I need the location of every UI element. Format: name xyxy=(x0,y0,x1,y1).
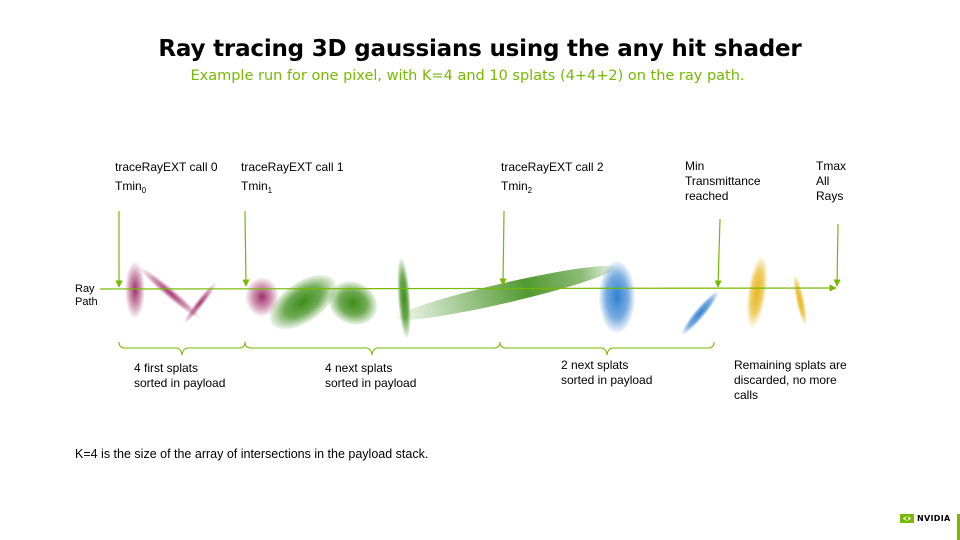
group-2-line-1: 4 next splats xyxy=(325,361,393,375)
tmax-label: Tmax All Rays xyxy=(816,159,846,204)
group-2-label: 4 next splats sorted in payload xyxy=(325,361,416,391)
splat-magenta-2 xyxy=(139,267,201,319)
splat-magenta-3 xyxy=(183,282,217,324)
group-braces xyxy=(118,341,715,356)
call-0-tmin-text: Tmin xyxy=(115,179,142,193)
min-transmittance-line-2: Transmittance xyxy=(685,174,761,188)
tmax-line-3: Rays xyxy=(816,189,844,203)
nvidia-logo-text: NVIDIA xyxy=(917,514,951,523)
group-4-label: Remaining splats are discarded, no more … xyxy=(734,358,847,403)
min-transmittance-line-3: reached xyxy=(685,189,729,203)
page-title: Ray tracing 3D gaussians using the any h… xyxy=(158,36,802,62)
tmax-line-2: All xyxy=(816,174,830,188)
call-2-title: traceRayEXT call 2 xyxy=(501,160,604,174)
ray-path-line-1: Ray xyxy=(75,283,95,295)
splats xyxy=(125,256,807,338)
splat-blue-1 xyxy=(599,261,635,333)
arrow-tmax xyxy=(833,223,841,287)
brace-group-2 xyxy=(244,341,501,356)
call-1-tmin: Tmin1 xyxy=(241,179,344,198)
tmax-line-1: Tmax xyxy=(816,159,846,173)
arrow-call-2 xyxy=(499,210,507,286)
ray-path-label: Ray Path xyxy=(75,283,98,309)
call-0-label: traceRayEXT call 0 Tmin0 xyxy=(115,160,218,198)
call-0-tmin-sub: 0 xyxy=(141,186,147,195)
footer-accent-bar xyxy=(957,514,960,540)
splat-green-3 xyxy=(397,258,411,338)
nvidia-eye-icon xyxy=(900,514,914,523)
arrow-call-1 xyxy=(242,210,250,287)
group-3-line-1: 2 next splats xyxy=(561,358,629,372)
call-arrows xyxy=(115,210,841,288)
group-4-line-1: Remaining splats are xyxy=(734,358,847,372)
ray-path-line xyxy=(99,284,837,292)
call-2-tmin: Tmin2 xyxy=(501,179,604,198)
footnote: K=4 is the size of the array of intersec… xyxy=(75,447,429,461)
call-1-tmin-text: Tmin xyxy=(241,179,268,193)
splat-green-2 xyxy=(328,281,378,325)
call-2-label: traceRayEXT call 2 Tmin2 xyxy=(501,160,604,198)
splat-green-4 xyxy=(395,265,615,321)
min-transmittance-line-1: Min xyxy=(685,159,705,173)
splat-blue-2 xyxy=(681,291,719,335)
group-4-line-3: calls xyxy=(734,388,759,402)
call-2-tmin-sub: 2 xyxy=(527,186,533,195)
call-0-tmin: Tmin0 xyxy=(115,179,218,198)
nvidia-logo: NVIDIA xyxy=(900,514,950,523)
call-0-title: traceRayEXT call 0 xyxy=(115,160,218,174)
arrow-min-transmittance xyxy=(714,218,722,288)
group-1-line-1: 4 first splats xyxy=(134,361,199,375)
group-4-line-2: discarded, no more xyxy=(734,373,837,387)
brace-group-1 xyxy=(118,341,246,356)
ray-path-line-2: Path xyxy=(75,296,98,308)
call-2-tmin-text: Tmin xyxy=(501,179,528,193)
group-3-line-2: sorted in payload xyxy=(561,373,653,387)
call-1-label: traceRayEXT call 1 Tmin1 xyxy=(241,160,344,198)
group-1-label: 4 first splats sorted in payload xyxy=(134,361,225,391)
splat-yellow-1 xyxy=(746,256,768,328)
group-3-label: 2 next splats sorted in payload xyxy=(561,358,652,388)
call-1-tmin-sub: 1 xyxy=(267,186,273,195)
splat-magenta-1 xyxy=(125,261,145,319)
min-transmittance-label: Min Transmittance reached xyxy=(685,159,761,204)
brace-group-3 xyxy=(499,341,715,356)
splat-magenta-4 xyxy=(245,277,279,317)
group-1-line-2: sorted in payload xyxy=(134,376,226,390)
splat-yellow-2 xyxy=(793,274,807,326)
group-2-line-2: sorted in payload xyxy=(325,376,417,390)
call-1-title: traceRayEXT call 1 xyxy=(241,160,344,174)
page-subtitle: Example run for one pixel, with K=4 and … xyxy=(190,68,745,84)
